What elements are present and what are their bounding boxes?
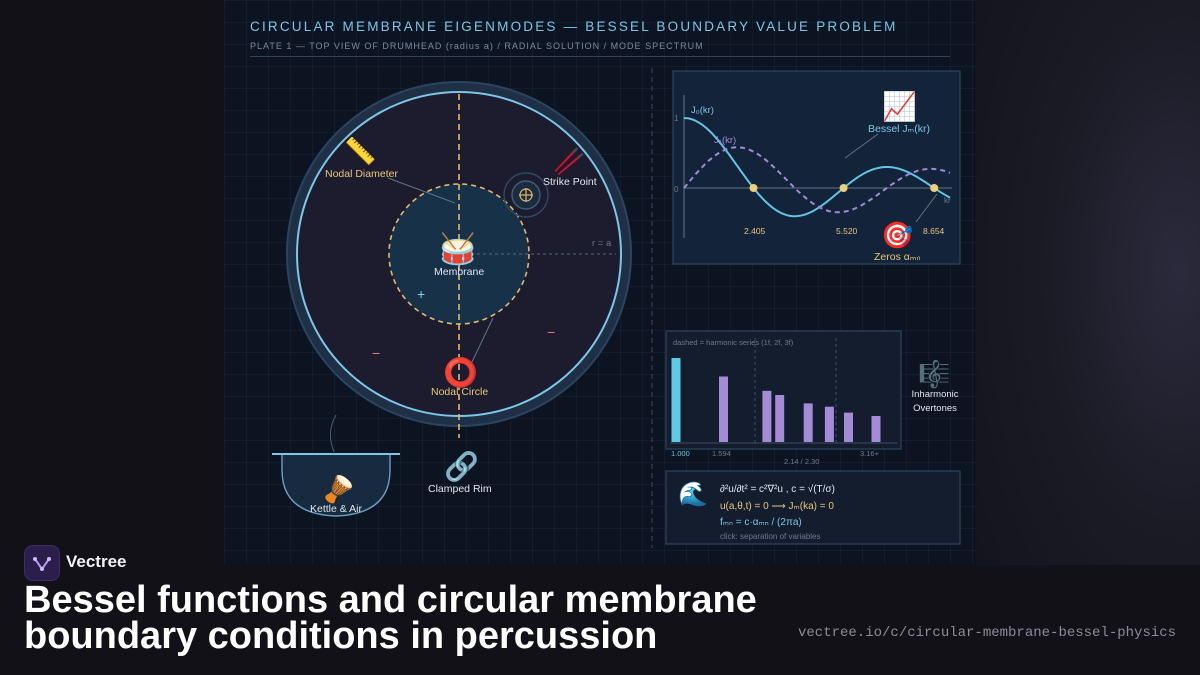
- strike-point-marker[interactable]: [503, 172, 549, 218]
- spectrum-tick-last: 3.16+: [860, 449, 880, 458]
- target-icon: 🎯: [881, 221, 913, 251]
- spectrum-tick-first: 1.000: [671, 449, 690, 458]
- zeros-label: Zeros αₘₙ: [874, 251, 921, 263]
- zero-1-label: 2.405: [744, 226, 766, 236]
- plate-subtitle: PLATE 1 — TOP VIEW OF DRUMHEAD (radius a…: [250, 41, 704, 51]
- zero-dot-1[interactable]: [749, 184, 758, 192]
- zero-2-label: 5.520: [836, 226, 858, 236]
- equation-panel[interactable]: [665, 470, 961, 545]
- spectrum-bar[interactable]: [775, 395, 785, 442]
- j0-label: J₀(kr): [691, 105, 714, 116]
- leader-bessel: [844, 133, 879, 159]
- boundary-equation: u(a,θ,t) = 0 ⟶ Jₘ(ka) = 0: [720, 501, 834, 512]
- spectrum-bar[interactable]: [803, 403, 813, 442]
- kettle-connector: [330, 414, 337, 453]
- source-url[interactable]: vectree.io/c/circular-membrane-bessel-ph…: [798, 625, 1177, 641]
- ring-icon: ⭕: [443, 356, 478, 389]
- spectrum-bar[interactable]: [844, 412, 853, 442]
- bessel-plot-panel[interactable]: [672, 70, 961, 265]
- diagram-canvas: r = a 📏 🥢 🥁 ⭕ Nodal Diameter Strike Poin…: [272, 68, 961, 548]
- spectrum-bar[interactable]: [762, 390, 772, 442]
- phase-minus-left: −: [372, 345, 380, 361]
- spectrum-panel[interactable]: [665, 330, 902, 450]
- overtones-label: Overtones: [913, 403, 957, 414]
- brand-name: Vectree: [66, 552, 127, 571]
- inharmonic-label: Inharmonic: [912, 389, 959, 400]
- spectrum-bar[interactable]: [871, 416, 881, 442]
- vectree-logo-icon: [33, 557, 51, 571]
- headline: Bessel functions and circular membrane b…: [24, 579, 757, 657]
- kettle-label: Kettle & Air: [310, 503, 362, 515]
- drumhead[interactable]: [286, 81, 632, 438]
- plate-title: CIRCULAR MEMBRANE EIGENMODES — BESSEL BO…: [250, 19, 898, 34]
- j0-curve: [683, 117, 951, 218]
- spectrum-note: dashed = harmonic series (1f, 2f, 3f): [673, 338, 794, 347]
- leader-zeros: [915, 193, 938, 223]
- zero-dot-3[interactable]: [930, 184, 939, 192]
- y-zero-label: 0: [674, 185, 679, 194]
- frequency-equation: fₘₙ = c·αₘₙ / (2πa): [720, 517, 802, 528]
- strike-point-label: Strike Point: [543, 176, 597, 188]
- water-wave-icon: 🌊: [678, 480, 708, 508]
- musical-score-icon: 🎼: [918, 359, 950, 390]
- chart-increasing-icon: 📈: [882, 90, 917, 123]
- y-one-label: 1: [674, 114, 679, 123]
- membrane-label: Membrane: [434, 266, 484, 278]
- kettle-shell[interactable]: [272, 453, 400, 517]
- j1-label: J₁(kr): [714, 135, 736, 146]
- leader-nodal-circle: [471, 317, 494, 363]
- bessel-legend-label: Bessel Jₘ(kr): [868, 123, 930, 135]
- zero-dot-2[interactable]: [839, 184, 848, 192]
- chain-link-icon: 🔗: [444, 449, 479, 483]
- kettle-drum-icon: 🪘: [322, 473, 354, 505]
- clamped-rim-label: Clamped Rim: [428, 483, 492, 495]
- ruler-icon: 📏: [344, 136, 376, 167]
- background-glow: [976, 0, 1200, 675]
- title-divider: [250, 56, 950, 57]
- spectrum-bars: [671, 358, 881, 443]
- phase-minus-right: −: [547, 324, 555, 340]
- phase-plus: +: [417, 286, 425, 302]
- spectrum-bar[interactable]: [671, 358, 681, 442]
- vectree-logo[interactable]: [24, 545, 60, 581]
- drum-icon: 🥁: [439, 231, 477, 267]
- drumsticks-icon: 🥢: [553, 147, 585, 177]
- wave-equation: ∂²u/∂t² = c²∇²u , c = √(T/σ): [720, 483, 835, 495]
- nodal-diameter-label: Nodal Diameter: [325, 168, 398, 180]
- spectrum-tick-mid: 2.14 / 2.30: [784, 457, 819, 466]
- spectrum-bar[interactable]: [824, 406, 834, 442]
- radius-label: r = a: [592, 238, 612, 249]
- spectrum-bar[interactable]: [719, 376, 728, 443]
- zero-markers: [749, 184, 939, 192]
- x-axis-label: kr: [944, 196, 951, 205]
- zero-3-label: 8.654: [923, 226, 945, 236]
- spectrum-tick-second: 1.594: [712, 449, 731, 458]
- nodal-circle-label: Nodal Circle: [431, 386, 488, 398]
- equation-hint: click: separation of variables: [720, 532, 821, 541]
- footer-bar: [0, 565, 1200, 675]
- j1-curve: [683, 146, 951, 214]
- leader-diameter: [387, 177, 456, 204]
